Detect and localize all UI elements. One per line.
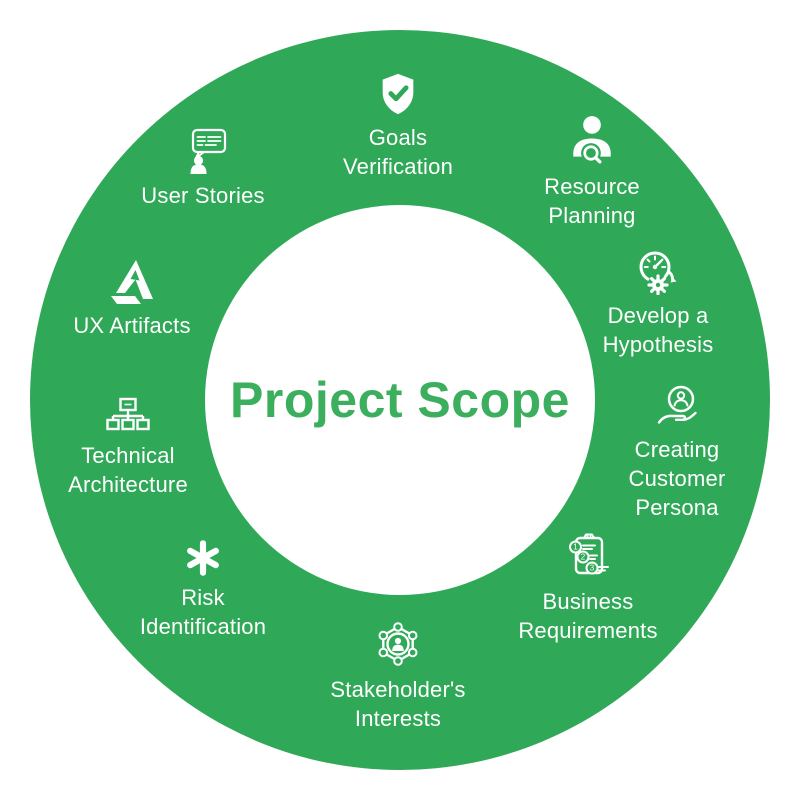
item-label: Risk Identification — [140, 583, 266, 641]
speech-bubble-person-icon — [190, 128, 227, 174]
page-title: Project Scope — [230, 372, 570, 428]
person-search-icon — [573, 116, 611, 164]
item-label-line: Hypothesis — [602, 332, 714, 357]
item-label: Develop a Hypothesis — [603, 301, 714, 359]
svg-text:3: 3 — [590, 564, 595, 573]
gauge-gears-icon — [639, 251, 677, 295]
item-risk-identification: Risk Identification — [108, 539, 298, 641]
item-stakeholders-interests: Stakeholder's Interests — [303, 619, 493, 733]
item-goals-verification: Goals Verification — [303, 71, 493, 181]
item-label: Goals Verification — [343, 123, 453, 181]
item-label-line: Risk — [181, 585, 225, 610]
asterisk-icon — [187, 540, 219, 576]
item-label: User Stories — [141, 181, 264, 210]
item-label-line: Identification — [139, 614, 267, 639]
item-label: Technical Architecture — [68, 441, 188, 499]
item-label-line: Develop a — [607, 303, 709, 328]
item-label: Business Requirements — [518, 587, 657, 645]
sitemap-icon — [106, 397, 150, 431]
item-label-line: Creating — [634, 437, 720, 462]
item-label-line: Resource — [544, 174, 640, 199]
hexagon-network-person-icon — [378, 622, 418, 666]
item-label: Resource Planning — [544, 172, 640, 230]
item-business-requirements: 1 2 3 Business Requirements — [493, 531, 683, 645]
item-ux-artifacts: UX Artifacts — [37, 257, 227, 340]
item-label: Stakeholder's Interests — [330, 675, 465, 733]
clipboard-numbered-list-icon: 1 2 3 — [569, 533, 609, 575]
item-technical-architecture: Technical Architecture — [33, 395, 223, 499]
item-label-line: Planning — [548, 203, 636, 228]
item-label-line: Verification — [342, 154, 453, 179]
svg-text:1: 1 — [573, 543, 578, 552]
item-develop-a-hypothesis: Develop a Hypothesis — [563, 247, 753, 359]
item-label-line: User Stories — [141, 183, 265, 208]
item-label-line: Interests — [354, 706, 442, 731]
item-label-line: Technical — [81, 443, 175, 468]
item-creating-customer-persona: Creating Customer Persona — [582, 385, 772, 522]
center-circle — [205, 205, 595, 595]
item-label-line: Persona — [635, 495, 719, 520]
item-label-line: Goals — [368, 125, 428, 150]
item-user-stories: User Stories — [108, 127, 298, 210]
item-label-line: Business — [542, 589, 634, 614]
shield-check-icon — [382, 73, 414, 115]
item-label-line: Architecture — [68, 472, 188, 497]
item-label-line: UX Artifacts — [73, 313, 191, 338]
item-resource-planning: Resource Planning — [497, 114, 687, 230]
item-label: UX Artifacts — [73, 311, 190, 340]
item-label: Creating Customer Persona — [629, 435, 726, 522]
hand-holding-person-icon — [657, 385, 697, 424]
item-label-line: Stakeholder's — [330, 677, 466, 702]
triangle-logo-icon — [111, 260, 153, 304]
item-label-line: Requirements — [518, 618, 658, 643]
svg-text:2: 2 — [581, 553, 586, 562]
item-label-line: Customer — [628, 466, 726, 491]
